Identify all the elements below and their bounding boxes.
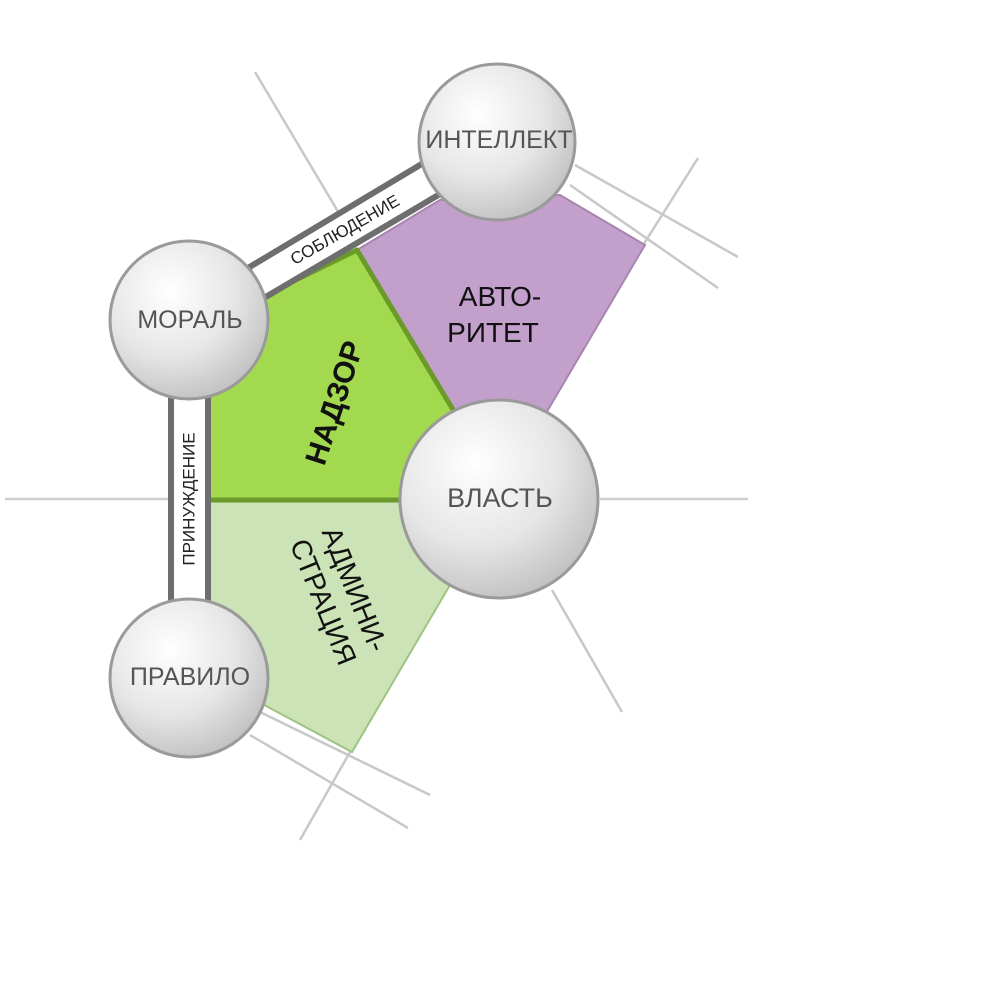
ray-bottom-center — [550, 589, 624, 713]
ray-top-right-1 — [638, 157, 700, 251]
rule-node: ПРАВИЛО — [108, 597, 270, 759]
authority-label-line1: АВТО- — [459, 281, 541, 312]
power-label: ВЛАСТЬ — [447, 483, 553, 513]
authority-label-line2: РИТЕТ — [447, 317, 539, 348]
power-node: ВЛАСТЬ — [398, 398, 600, 600]
ray-top-right-2 — [574, 163, 739, 259]
coercion-connector: ПРИНУЖДЕНИЕ — [168, 387, 211, 608]
rule-label: ПРАВИЛО — [130, 663, 250, 691]
intellect-label: ИНТЕЛЛЕКТ — [425, 126, 572, 154]
morality-label: МОРАЛЬ — [137, 306, 242, 334]
ray-bottom-left-2 — [249, 733, 409, 830]
intellect-node: ИНТЕЛЛЕКТ — [417, 62, 577, 222]
coercion-label: ПРИНУЖДЕНИЕ — [180, 432, 199, 565]
ray-top-left — [253, 71, 342, 216]
ray-bottom-left-1 — [298, 751, 352, 841]
morality-node: МОРАЛЬ — [108, 239, 270, 401]
ray-bottom-left-3 — [259, 710, 431, 797]
ray-top-right-3 — [569, 183, 719, 290]
background-rays — [5, 71, 748, 841]
authority-label: АВТО- РИТЕТ — [447, 281, 541, 348]
